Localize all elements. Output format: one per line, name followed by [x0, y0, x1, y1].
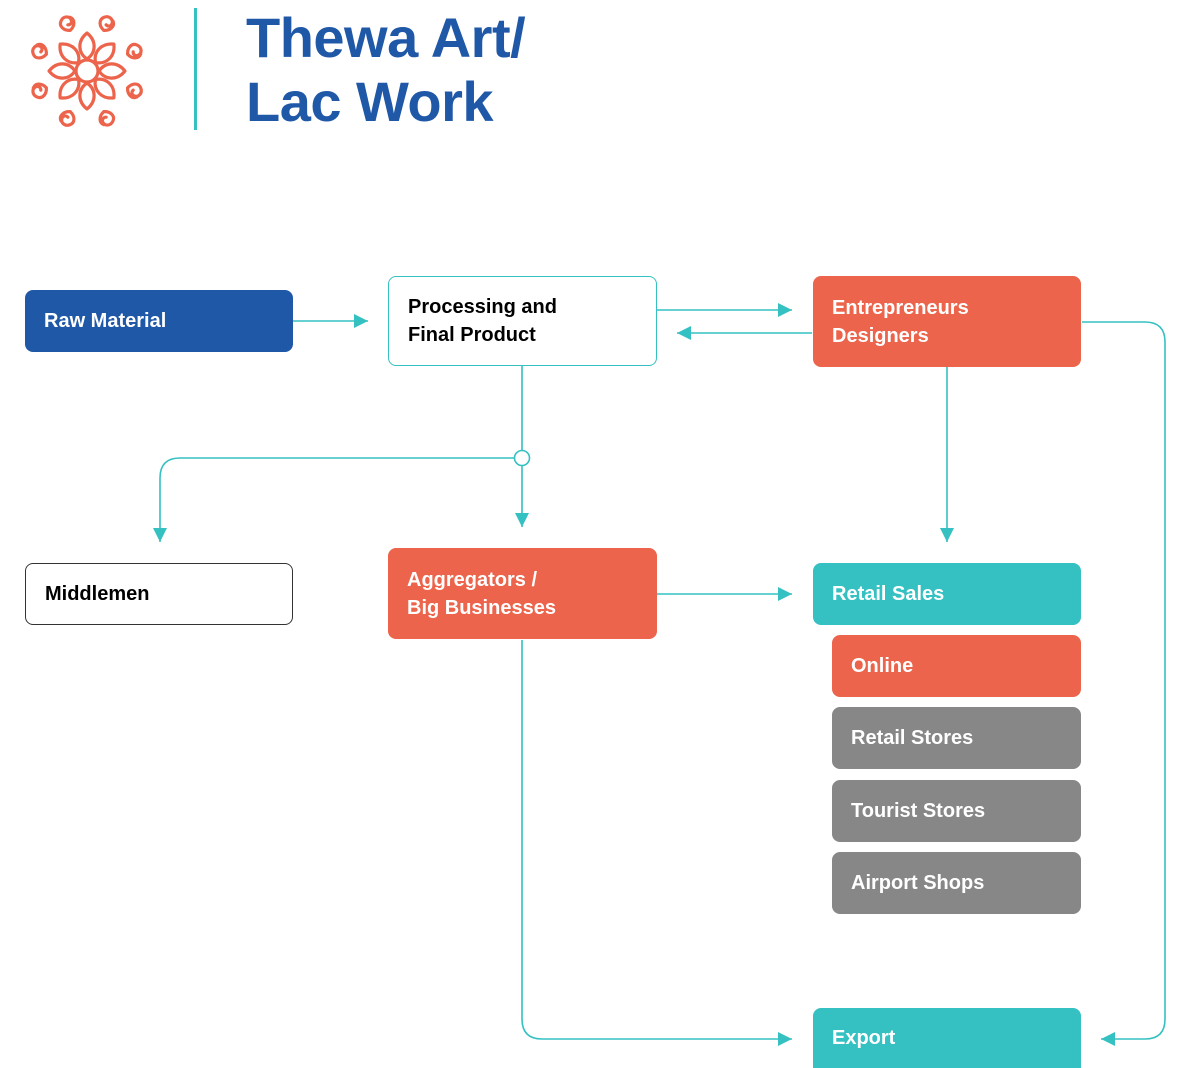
node-aggregators-line-1: Aggregators /: [407, 568, 538, 591]
node-retail-stores: Retail Stores: [832, 707, 1081, 769]
node-raw-material: Raw Material: [25, 290, 293, 352]
node-aggregators-label: Aggregators / Big Businesses: [407, 566, 556, 622]
node-entrepreneurs-label: Entrepreneurs Designers: [832, 294, 969, 350]
node-export: Export: [813, 1008, 1081, 1068]
node-retail-online: Online: [832, 635, 1081, 697]
node-airport-shops: Airport Shops: [832, 852, 1081, 914]
node-raw-material-label: Raw Material: [44, 310, 167, 332]
node-processing-line-2: Final Product: [408, 324, 536, 346]
arrow-junction-to-middlemen: [153, 457, 514, 542]
title-line-1: Thewa Art/: [246, 6, 526, 69]
node-aggregators: Aggregators / Big Businesses: [388, 548, 657, 639]
node-entrepreneurs: Entrepreneurs Designers: [813, 276, 1081, 367]
node-aggregators-line-2: Big Businesses: [407, 596, 556, 619]
node-middlemen-label: Middlemen: [45, 583, 150, 605]
node-retail-stores-label: Retail Stores: [851, 727, 974, 749]
node-processing-line-1: Processing and: [408, 296, 557, 318]
node-processing-label: Processing and Final Product: [408, 293, 557, 349]
junction-node: [513, 449, 531, 467]
node-retail-online-label: Online: [851, 655, 914, 677]
node-retail-sales: Retail Sales: [813, 563, 1081, 625]
page-title: Thewa Art/ Lac Work: [246, 6, 526, 134]
title-divider: [194, 8, 197, 130]
node-airport-shops-label: Airport Shops: [851, 872, 985, 894]
arrow-entrepreneurs-to-export: [1082, 321, 1166, 1046]
node-middlemen: Middlemen: [25, 563, 293, 625]
node-export-label: Export: [832, 1027, 896, 1049]
node-tourist-stores-label: Tourist Stores: [851, 800, 986, 822]
node-entrepreneurs-line-1: Entrepreneurs: [832, 296, 969, 319]
node-retail-sales-label: Retail Sales: [832, 583, 945, 605]
flower-ornament-icon: [31, 15, 143, 127]
arrow-aggregators-to-export: [521, 640, 792, 1046]
node-processing: Processing and Final Product: [388, 276, 657, 366]
node-entrepreneurs-line-2: Designers: [832, 324, 929, 347]
node-tourist-stores: Tourist Stores: [832, 780, 1081, 842]
title-line-2: Lac Work: [246, 70, 494, 133]
